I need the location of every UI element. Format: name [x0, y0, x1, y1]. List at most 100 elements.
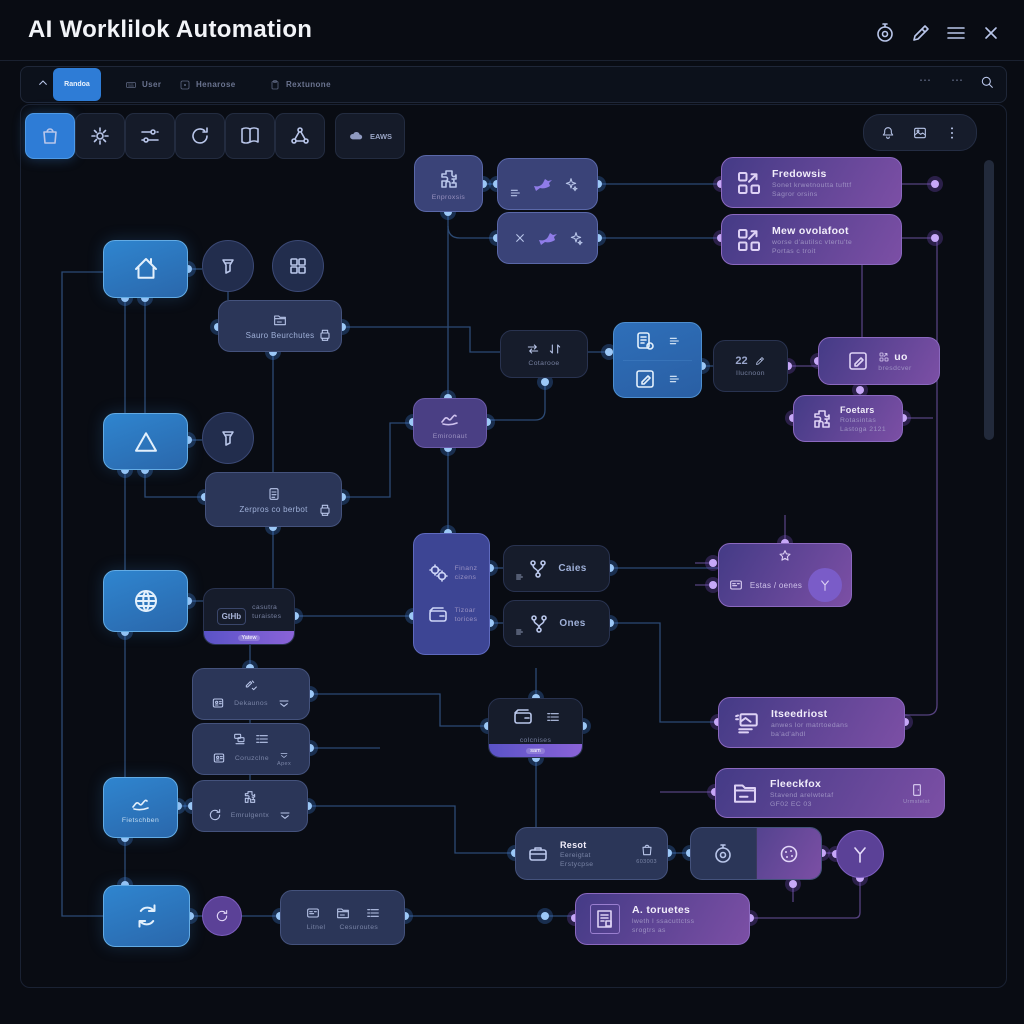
node-emrulgentx[interactable]: Emrulgentx — [192, 780, 308, 832]
more-options-2[interactable]: ⋯ — [951, 73, 964, 87]
recycle-icon — [132, 901, 162, 931]
flowchart-icon — [734, 225, 764, 255]
node-emironaut[interactable]: Emironaut — [413, 398, 487, 448]
cookie-icon — [777, 842, 801, 866]
progress-bar: Yatew — [204, 631, 294, 644]
more-options-1[interactable]: ⋯ — [919, 73, 932, 87]
branch-icon — [527, 612, 551, 636]
node-fietschben[interactable]: Fietschben — [103, 777, 178, 838]
refresh-icon — [214, 908, 230, 924]
scrollbar[interactable] — [984, 160, 994, 440]
folder-icon — [335, 905, 351, 921]
node-fleeckfox[interactable]: Fleeckfox Stavend arelwtetaf GF02 EC 03 … — [715, 768, 945, 818]
node-triangle[interactable] — [103, 413, 188, 470]
clipboard-icon — [269, 79, 281, 91]
list-icon — [545, 709, 561, 725]
tab-toolbar: Randoa User Henarose Rextunone ⋯ ⋯ — [20, 66, 1007, 103]
node-ilvawon[interactable]: 22 Ilucnoon — [713, 340, 788, 392]
tool-settings-button[interactable] — [75, 113, 125, 159]
node-dekaunos[interactable]: Dekaunos — [192, 668, 310, 720]
node-ones[interactable]: Ones — [503, 600, 610, 647]
gears-icon — [426, 561, 450, 585]
node-refresh-circle[interactable] — [202, 896, 242, 936]
signature-icon — [438, 406, 462, 430]
star-icon — [777, 548, 793, 564]
pen-square-icon — [633, 367, 657, 391]
timer-icon — [873, 21, 897, 45]
node-atoruetes[interactable]: A. toruetes lweth l ssacuttctss srogtrs … — [575, 893, 750, 945]
branch-button[interactable] — [808, 568, 843, 602]
node-doc-actions[interactable] — [613, 322, 702, 398]
active-tab-randoa[interactable]: Randoa — [53, 68, 101, 101]
document-gear-icon — [633, 329, 657, 353]
node-enproxsis[interactable]: Enproxsis — [414, 155, 483, 212]
pen-icon — [754, 355, 766, 367]
lines-icon — [514, 626, 526, 638]
node-recycle[interactable] — [103, 885, 190, 947]
node-resot[interactable]: Resot Eereigtat Erstycpse 603003 — [515, 827, 668, 880]
grid-icon — [286, 254, 310, 278]
globe-icon — [131, 586, 161, 616]
square-icon — [179, 79, 191, 91]
close-button[interactable] — [978, 20, 1004, 46]
tool-aws-button[interactable]: EAWS — [335, 113, 405, 159]
tool-refresh-button[interactable] — [175, 113, 225, 159]
tool-bag-button[interactable] — [25, 113, 75, 159]
node-filter-circle-2[interactable] — [202, 412, 254, 464]
node-cotarooe[interactable]: Cotarooe — [500, 330, 588, 378]
tab-henarose[interactable]: Henarose — [179, 75, 236, 94]
document-box-icon — [590, 904, 620, 934]
workflow-canvas[interactable] — [20, 104, 1007, 988]
tab-rextunone[interactable]: Rextunone — [269, 75, 331, 94]
node-transform-b[interactable] — [497, 212, 598, 264]
node-coruzclne[interactable]: Coruzclne Apex — [192, 723, 310, 775]
node-itseedriost[interactable]: Itseedriost anwes lor matrtoedans ba'ad'… — [718, 697, 905, 748]
node-github[interactable]: GtHb casutra turaistes Yatew — [203, 588, 295, 645]
node-estas-oenes[interactable]: Estas / oenes — [718, 543, 852, 607]
page-title: AI Worklilok Automation — [28, 16, 313, 43]
badge-icon — [210, 695, 226, 711]
node-cesuroutes[interactable]: Litnel Cesuroutes — [280, 890, 405, 945]
edit-icon-button[interactable] — [908, 20, 934, 46]
search-icon — [979, 74, 995, 90]
node-uo-bresdcver[interactable]: uo bresdcver — [818, 337, 940, 385]
tool-book-button[interactable] — [225, 113, 275, 159]
node-mew-ovolafoot[interactable]: Mew ovolafoot worse d'autilsc vtertu'te … — [721, 214, 902, 265]
node-transform-a[interactable] — [497, 158, 598, 210]
sparkle-icon — [563, 176, 579, 192]
node-timer-cookie[interactable] — [690, 827, 822, 880]
cookie-cell[interactable] — [755, 828, 821, 879]
collapse-button[interactable] — [35, 75, 55, 95]
search-button[interactable] — [979, 74, 999, 94]
folder-icon — [730, 778, 760, 808]
timer-cell[interactable] — [691, 828, 756, 879]
chevron-up-icon — [35, 75, 51, 91]
tool-sliders-button[interactable] — [125, 113, 175, 159]
door-icon — [909, 782, 925, 798]
node-sauro-beurchutes[interactable]: Sauro Beurchutes — [218, 300, 342, 352]
node-globe[interactable] — [103, 570, 188, 632]
keyboard-icon — [125, 79, 137, 91]
house-icon — [131, 254, 161, 284]
wallet-icon — [511, 705, 535, 729]
pen-square-icon — [846, 349, 870, 373]
node-colcnises[interactable]: colcnises sam — [488, 698, 583, 758]
chevron-double-icon — [278, 749, 290, 761]
node-home[interactable] — [103, 240, 188, 298]
puzzle-icon — [242, 789, 258, 805]
node-filter-circle-1[interactable] — [202, 240, 254, 292]
tool-network-button[interactable] — [275, 113, 325, 159]
menu-button[interactable] — [943, 20, 969, 46]
timer-icon-button[interactable] — [872, 20, 898, 46]
node-zerpros[interactable]: Zerpros co berbot — [205, 472, 342, 527]
close-icon — [979, 21, 1003, 45]
node-y-branch-circle[interactable] — [836, 830, 884, 878]
node-foetars[interactable]: Foetars Rotasintas Lastoga 2121 — [793, 395, 903, 442]
tab-user[interactable]: User — [125, 75, 161, 94]
node-fredowsis[interactable]: Fredowsis Sonet krwetnoutta tufttf Sagro… — [721, 157, 902, 208]
node-grid-circle[interactable] — [272, 240, 324, 292]
sparkle-icon — [568, 230, 584, 246]
node-caies[interactable]: Caies — [503, 545, 610, 592]
lines-icon — [508, 185, 524, 201]
